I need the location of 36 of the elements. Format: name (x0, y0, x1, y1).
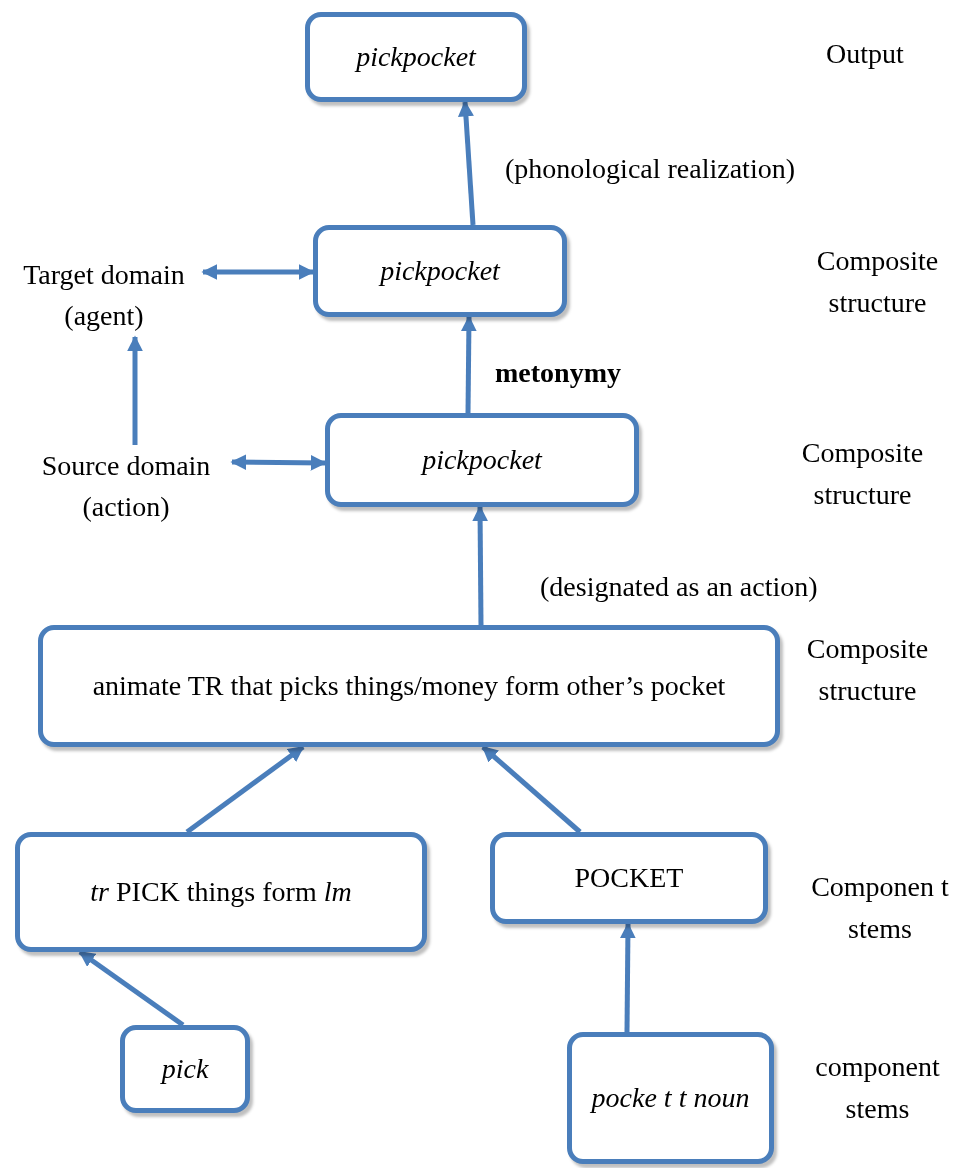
arrow (472, 505, 489, 625)
box-text: tr PICK things form lm (89, 874, 353, 909)
level-label: Componen t stems (810, 870, 950, 946)
process-box (490, 832, 768, 924)
process-box (38, 625, 780, 747)
level-label: Composite structure (800, 436, 925, 512)
arrow (185, 745, 305, 834)
arrow (201, 264, 315, 280)
process-box (15, 832, 427, 952)
box-text: pickpocket (419, 442, 544, 477)
edge-label: metonymy (495, 356, 621, 390)
edge-label: (phonological realization) (505, 152, 795, 186)
process-box (567, 1032, 774, 1164)
level-label: Output (825, 37, 905, 71)
arrow (619, 922, 636, 1033)
box-text: POCKET (573, 860, 685, 895)
arrow (457, 100, 476, 226)
level-label: Composite structure (805, 632, 930, 708)
box-text: animate TR that picks things/money form other’s pocket (91, 668, 727, 703)
arrow (127, 335, 143, 445)
level-label: component stems (814, 1050, 941, 1126)
process-box (120, 1025, 250, 1113)
process-box (325, 413, 639, 507)
process-box (305, 12, 527, 102)
edge-label: (designated as an action) (540, 570, 818, 604)
arrow (230, 454, 327, 471)
box-text: pickpocket (377, 253, 502, 288)
process-box (313, 225, 567, 317)
box-text: pick (159, 1051, 210, 1086)
box-text: pocke t t noun (589, 1080, 751, 1115)
domain-label: Source domain (action) (40, 449, 212, 524)
domain-label: Target domain (agent) (22, 258, 186, 333)
box-text: pickpocket (353, 39, 478, 74)
arrow (481, 745, 582, 834)
arrow (460, 315, 477, 414)
level-label: Composite structure (815, 244, 940, 320)
